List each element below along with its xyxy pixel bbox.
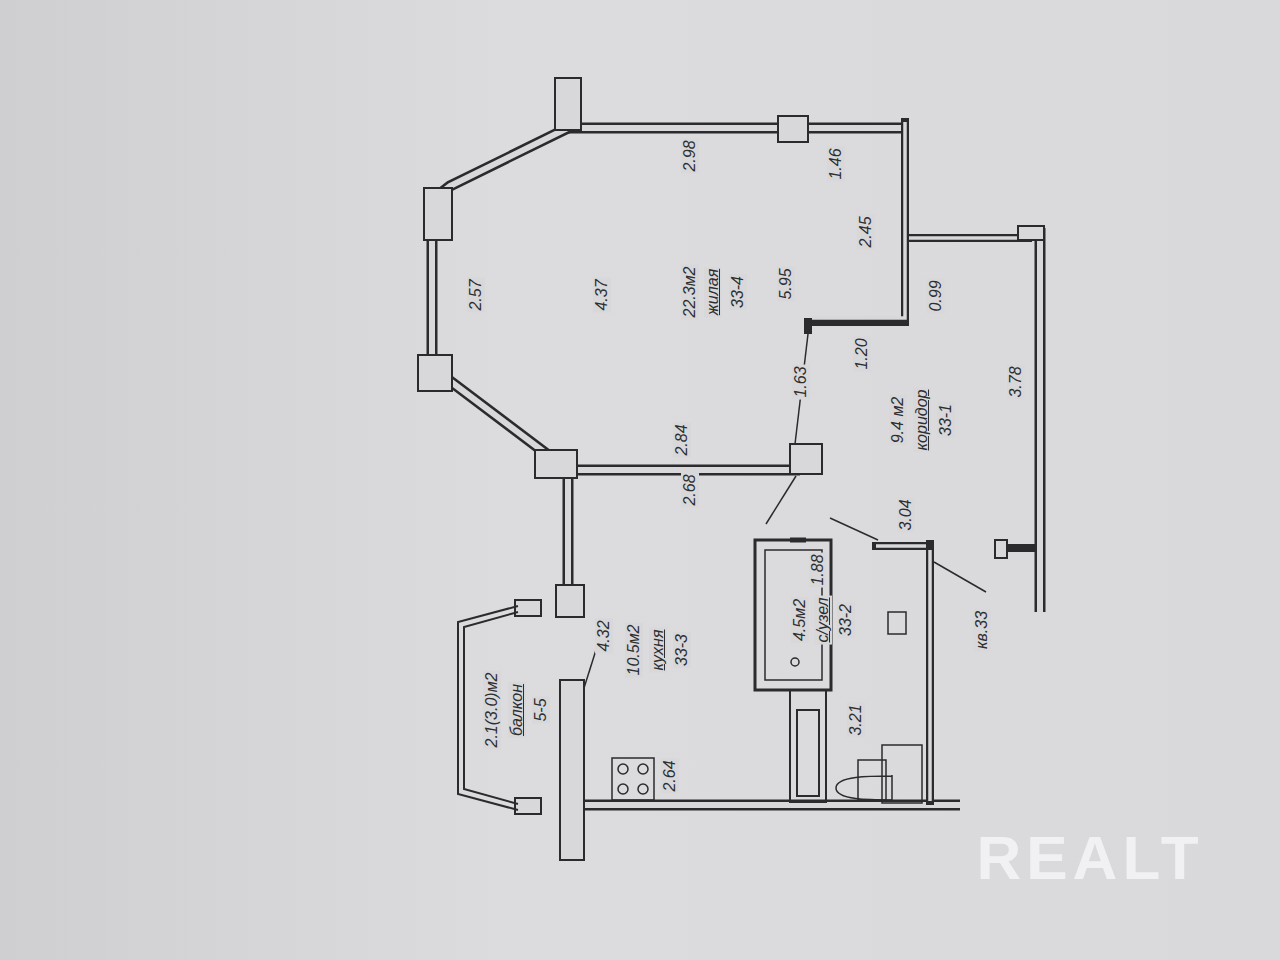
room-name: жилая — [704, 267, 722, 317]
outer-walls — [432, 82, 1040, 805]
room-area: 9.4 м2 — [889, 395, 907, 446]
dimension-label: 1.63 — [792, 364, 810, 399]
dimension-label: 4.37 — [593, 277, 611, 312]
dimension-label: 2.84 — [673, 422, 691, 457]
leader-lines — [584, 334, 986, 688]
dimension-label: 2.64 — [661, 758, 679, 793]
stove-symbol — [612, 758, 654, 800]
kitchen-cabinet — [790, 690, 826, 802]
sanitary-symbols — [836, 612, 922, 803]
apartment-number: кв.33 — [973, 609, 991, 651]
dimension-label: 2.45 — [857, 214, 875, 249]
room-area: 2.1(3.0)м2 — [483, 670, 501, 749]
dimension-label: 3.78 — [1007, 364, 1025, 399]
wall-columns — [418, 78, 1044, 860]
dimension-label: 2.98 — [681, 138, 699, 173]
room-area: 5-5 балкон 2.1(3.0)м2 — [466, 620, 558, 800]
dimension-label: 1.20 — [853, 336, 871, 371]
room-area: 33-4 жилая 22.3м2 — [440, 140, 900, 458]
dimension-label: 2.68 — [681, 472, 699, 507]
watermark: REALT — [976, 827, 1203, 889]
room-area: 10.5м2 — [625, 622, 643, 677]
dimension-label: 3.21 — [847, 702, 865, 737]
dimension-label: 1.46 — [827, 146, 845, 181]
room-number: 5-5 — [532, 696, 550, 723]
dimension-label: 5.95 — [777, 266, 795, 301]
room-area: 33-2 с/узел 4.5м2 — [760, 552, 925, 792]
room-name: коридор — [913, 388, 931, 453]
dimension-label: 0.99 — [927, 278, 945, 313]
room-number: 33-3 — [673, 632, 691, 668]
room-name: с/узел — [814, 595, 832, 644]
room-area: 22.3м2 — [681, 264, 699, 319]
room-number: 33-2 — [837, 602, 855, 638]
room-name: балкон — [508, 682, 526, 738]
room-number: 33-4 — [729, 274, 747, 310]
dimension-label: 2.57 — [467, 277, 485, 312]
room-name: кухня — [649, 628, 667, 673]
room-number: 33-1 — [937, 402, 955, 438]
bathtub-symbol — [755, 540, 831, 690]
partition-walls — [808, 118, 1036, 805]
dimension-label: 4.32 — [595, 618, 613, 653]
dimension-label: 3.04 — [897, 497, 915, 532]
dimension-label: 1.88 — [809, 552, 827, 587]
room-area: 4.5м2 — [791, 597, 809, 643]
